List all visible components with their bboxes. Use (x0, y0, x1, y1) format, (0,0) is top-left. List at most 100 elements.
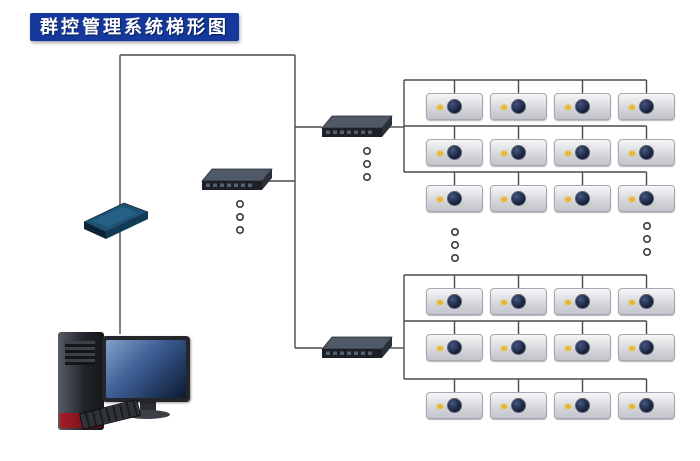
device-button-icon (510, 98, 526, 114)
device-button-icon (574, 397, 590, 413)
continuation-dot-icon (236, 200, 245, 209)
device-led-icon (437, 346, 443, 351)
controlled-device (426, 185, 483, 212)
switch-side-face (382, 337, 392, 358)
controlled-device (490, 334, 547, 361)
page-title: 群控管理系统梯形图 (30, 13, 239, 41)
device-led-icon (501, 197, 507, 202)
device-button-icon (510, 397, 526, 413)
management-computer (52, 326, 197, 438)
device-led-icon (629, 404, 635, 409)
device-button-icon (510, 190, 526, 206)
controlled-device (554, 392, 611, 419)
device-button-icon (510, 339, 526, 355)
controlled-device (554, 185, 611, 212)
device-led-icon (437, 151, 443, 156)
device-button-icon (574, 98, 590, 114)
continuation-dot-icon (362, 147, 371, 156)
device-button-icon (446, 144, 462, 160)
controlled-device (490, 288, 547, 315)
switch-top-face (321, 336, 393, 350)
router-top-panel (92, 207, 138, 227)
device-led-icon (437, 404, 443, 409)
controlled-device (618, 392, 675, 419)
device-button-icon (446, 293, 462, 309)
controlled-device (618, 288, 675, 315)
controlled-device (554, 288, 611, 315)
device-led-icon (565, 151, 571, 156)
device-button-icon (638, 190, 654, 206)
switch-top-face (321, 115, 393, 129)
router-front-face (84, 222, 106, 239)
switch-front-face (322, 349, 382, 358)
switch-top-face (201, 168, 273, 182)
continuation-dot-icon (642, 222, 651, 231)
continuation-dot-icon (362, 173, 371, 182)
continuation-dot-icon (642, 235, 651, 244)
controlled-device (618, 185, 675, 212)
device-led-icon (565, 105, 571, 110)
switch-side-face (382, 116, 392, 137)
switch-ports (326, 351, 372, 355)
network-switch-mid (200, 168, 274, 199)
device-button-icon (574, 339, 590, 355)
device-button-icon (638, 144, 654, 160)
controlled-device (554, 139, 611, 166)
controlled-device (618, 93, 675, 120)
switch-front-face (322, 128, 382, 137)
device-led-icon (629, 346, 635, 351)
device-button-icon (446, 397, 462, 413)
switch-ports (326, 130, 372, 134)
device-button-icon (638, 293, 654, 309)
device-led-icon (629, 105, 635, 110)
controlled-device (426, 139, 483, 166)
device-led-icon (501, 105, 507, 110)
controlled-device (618, 139, 675, 166)
controlled-device (426, 392, 483, 419)
switch-ports (206, 183, 252, 187)
controlled-device (490, 139, 547, 166)
controlled-device (426, 334, 483, 361)
continuation-dot-icon (236, 226, 245, 235)
controlled-device (490, 93, 547, 120)
monitor-base (124, 410, 170, 419)
continuation-dot-icon (362, 160, 371, 169)
device-button-icon (510, 293, 526, 309)
device-button-icon (638, 98, 654, 114)
device-led-icon (629, 197, 635, 202)
device-led-icon (437, 197, 443, 202)
controlled-device (490, 392, 547, 419)
device-button-icon (446, 339, 462, 355)
continuation-dot-icon (236, 213, 245, 222)
device-button-icon (638, 397, 654, 413)
network-switch-top (320, 115, 394, 146)
device-button-icon (638, 339, 654, 355)
router-side-face (106, 212, 148, 239)
controlled-device (618, 334, 675, 361)
monitor (102, 336, 190, 402)
device-led-icon (501, 346, 507, 351)
router (80, 198, 152, 251)
device-button-icon (446, 190, 462, 206)
controlled-device (554, 93, 611, 120)
monitor-stand (140, 402, 156, 411)
device-led-icon (437, 105, 443, 110)
controlled-device (554, 334, 611, 361)
continuation-dot-icon (450, 241, 459, 250)
device-button-icon (574, 190, 590, 206)
controlled-device (490, 185, 547, 212)
device-led-icon (565, 300, 571, 305)
device-button-icon (510, 144, 526, 160)
device-led-icon (565, 346, 571, 351)
device-led-icon (565, 197, 571, 202)
switch-front-face (202, 181, 262, 190)
controlled-device (426, 93, 483, 120)
continuation-dot-icon (642, 248, 651, 257)
device-button-icon (574, 144, 590, 160)
device-led-icon (501, 151, 507, 156)
device-led-icon (437, 300, 443, 305)
device-led-icon (629, 151, 635, 156)
switch-side-face (262, 169, 272, 190)
device-led-icon (629, 300, 635, 305)
